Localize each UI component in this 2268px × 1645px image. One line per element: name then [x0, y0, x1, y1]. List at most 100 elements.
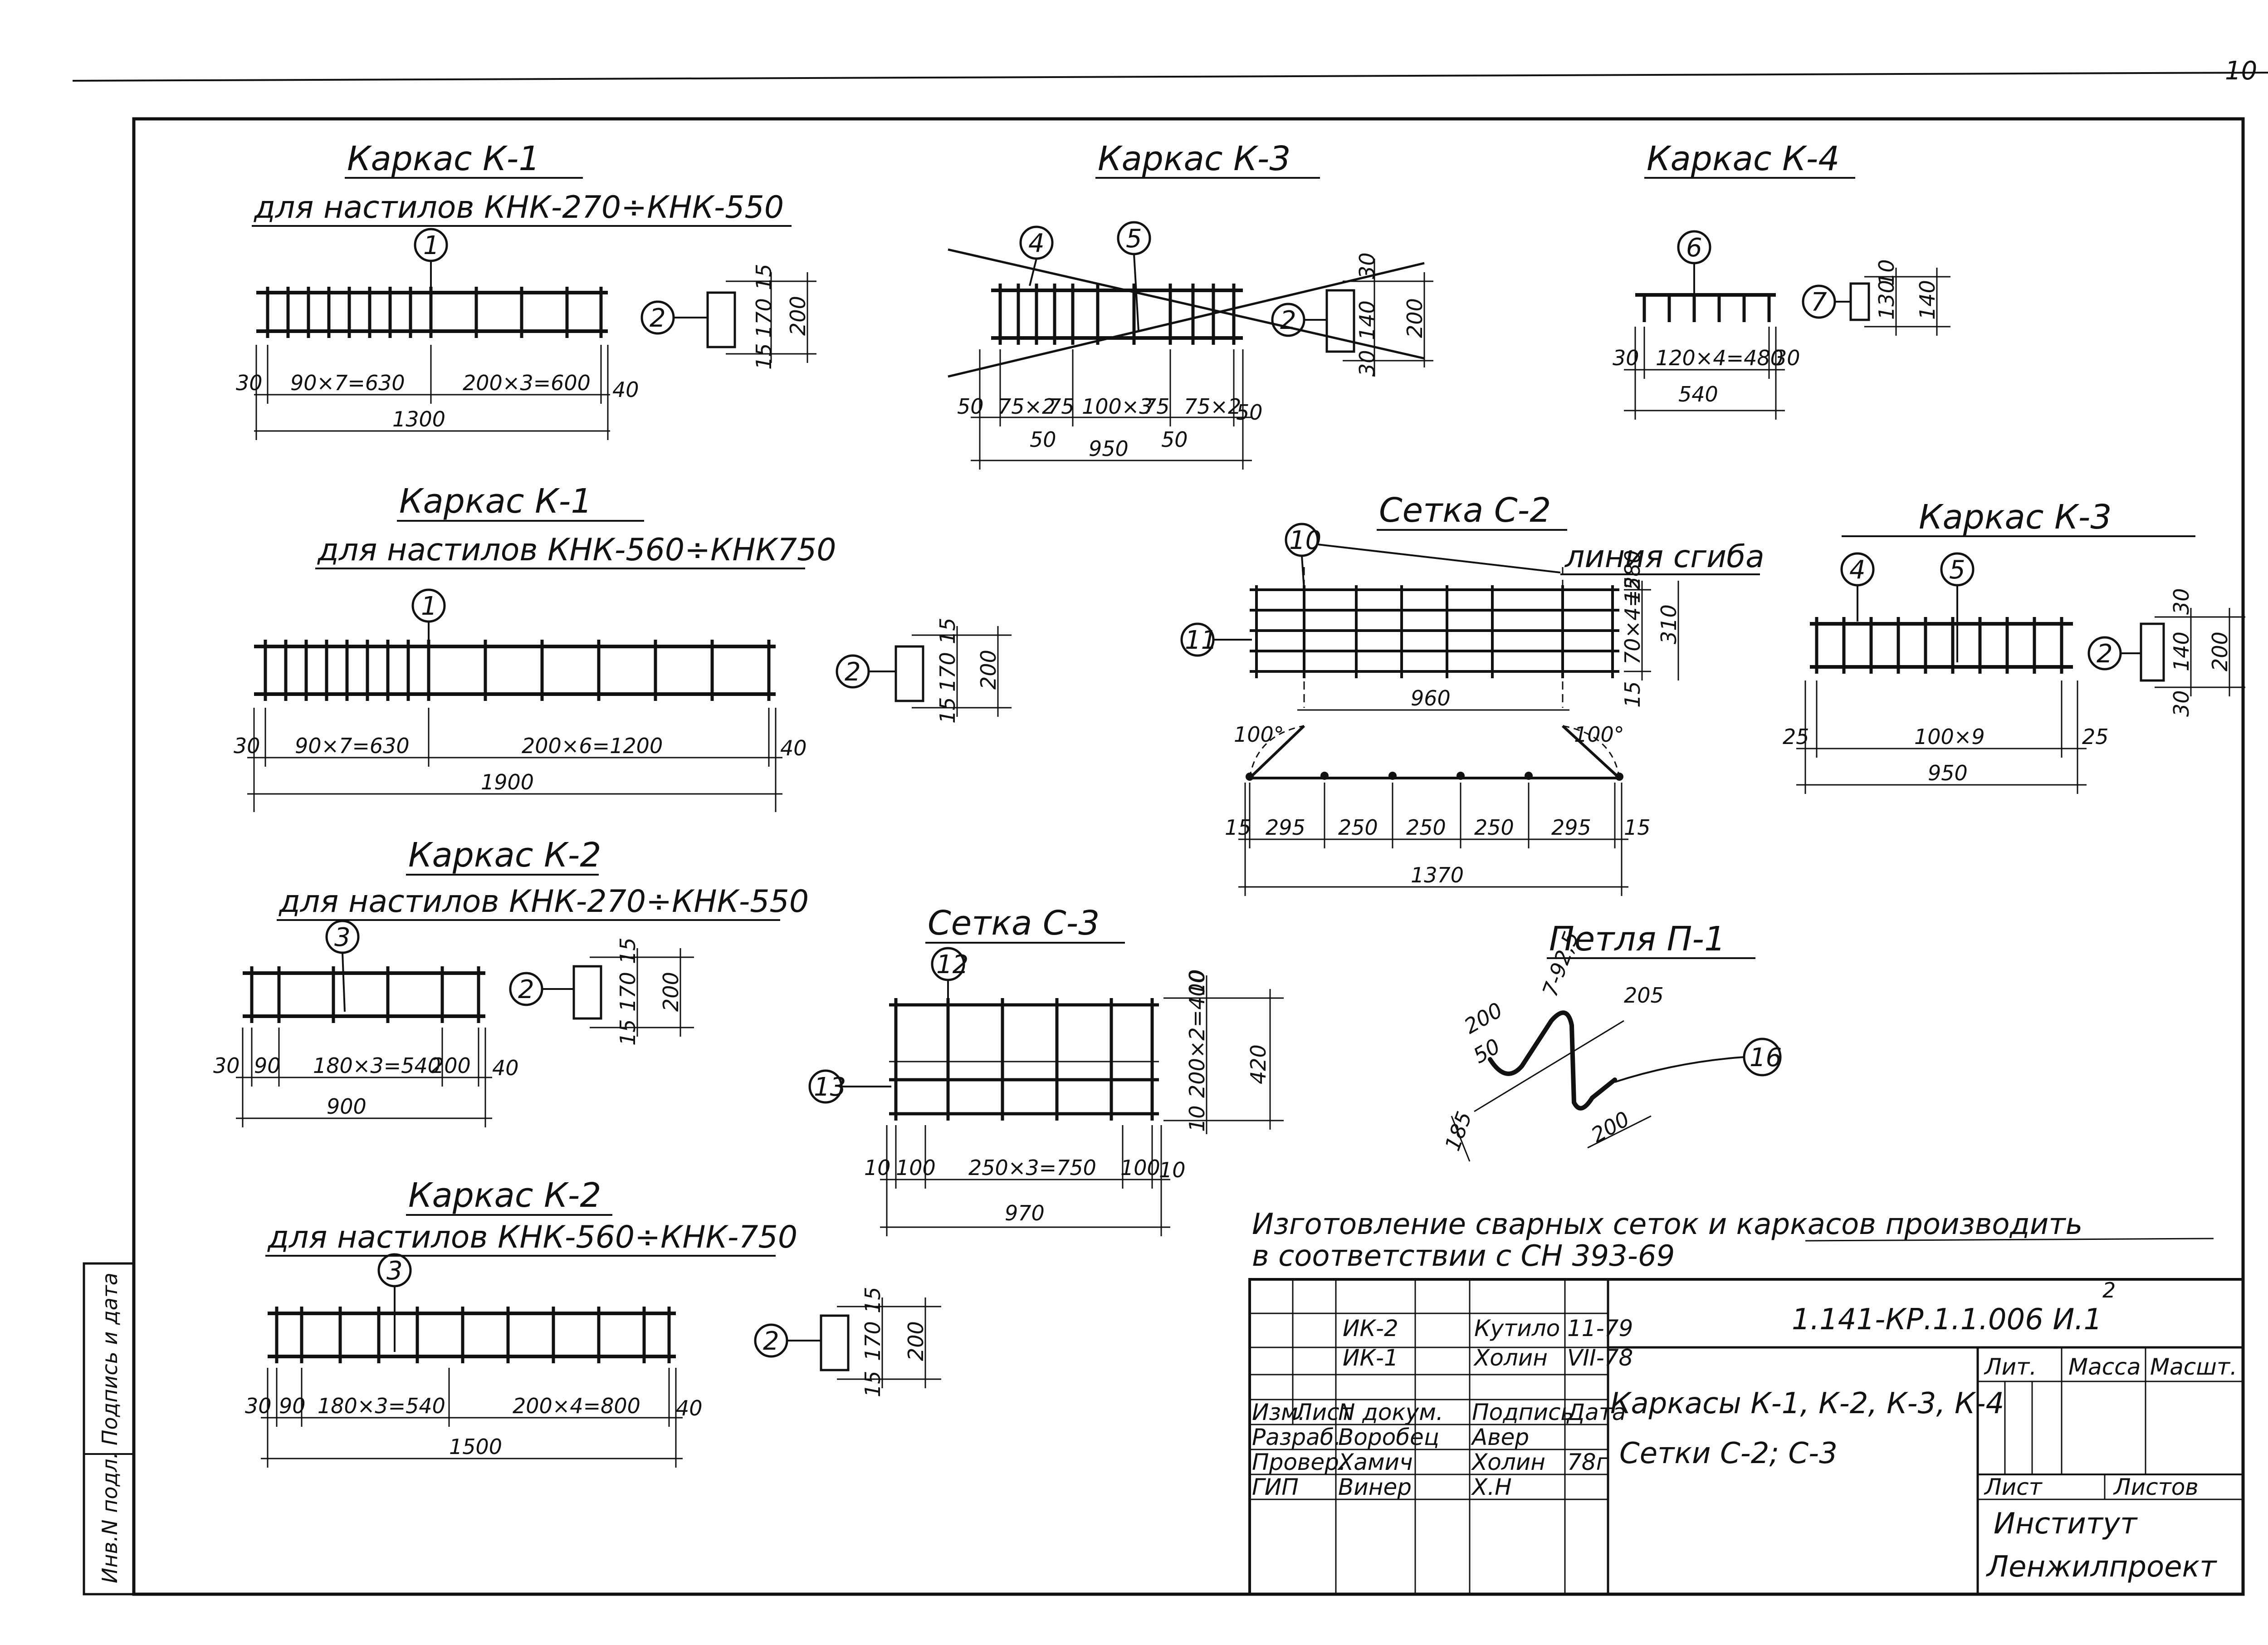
- k2a-dim-9: 200: [659, 972, 683, 1012]
- k2a-dim-3: 200: [431, 1053, 471, 1078]
- k2a-dim-8: 15: [616, 1019, 640, 1046]
- c3-dim-3: 420: [1246, 1044, 1271, 1084]
- rev-header-sheet: Лист: [1294, 1399, 1354, 1425]
- k2a-title: Каркас К-2: [408, 836, 601, 875]
- top-cut-line: [72, 72, 2268, 82]
- k3b-dim-7: 200: [2208, 632, 2232, 671]
- frame-k3-inclined: Каркас К-3 4 5 50 75×2 75 100×3 75: [948, 139, 1433, 470]
- k4-dim-2: 30: [1774, 346, 1800, 370]
- k1a-dim-0: 30: [236, 371, 263, 395]
- head-scale: Масшт.: [2150, 1354, 2237, 1380]
- k1a-dim-1: 90×7=630: [290, 371, 405, 395]
- k3b-dim-5: 140: [2169, 632, 2194, 671]
- k2a-dim-4: 40: [492, 1056, 519, 1080]
- k4-dim-6: 140: [1915, 280, 1940, 320]
- c2-mark-11: 11: [1185, 626, 1217, 655]
- sheet-label: Лист: [1984, 1474, 2043, 1500]
- p1-title: Петля П-1: [1549, 920, 1725, 959]
- c2-dim-11: 250: [1474, 815, 1514, 840]
- k3a-dim-5: 75×2: [1184, 394, 1241, 419]
- k2a-mark-2: 2: [518, 975, 534, 1004]
- frame-k2-long: Каркас К-2 для настилов КНК-560÷КНК-750 …: [245, 1176, 941, 1468]
- p1-dim-1: 50: [1469, 1033, 1505, 1068]
- k3a-dim-11: 140: [1355, 300, 1379, 340]
- k2a-subtitle: для настилов КНК-270÷КНК-550: [279, 884, 809, 920]
- k1a-dim-8: 200: [786, 296, 810, 336]
- k2a-dim-7: 170: [616, 972, 640, 1012]
- k3b-dim-0: 25: [1783, 725, 1809, 749]
- k3a-mark-5: 5: [1126, 224, 1142, 254]
- revision-mark: 2: [2102, 1278, 2116, 1302]
- org-line-1: Институт: [1994, 1507, 2138, 1541]
- p1-dim-4: 185: [1440, 1108, 1477, 1154]
- k4-dim-5: 130: [1874, 280, 1899, 320]
- rev-1-doc: ИК-2: [1343, 1315, 1398, 1341]
- k1b-mark-2: 2: [845, 657, 861, 687]
- k2b-mark-2: 2: [763, 1327, 779, 1356]
- k3a-title: Каркас К-3: [1098, 139, 1290, 178]
- rev-2-sign: Холин: [1473, 1345, 1548, 1371]
- c2-dim-0: 15: [1620, 577, 1645, 603]
- k2b-dim-6: 15: [860, 1287, 885, 1313]
- k3a-dim-2: 75: [1048, 394, 1075, 419]
- k2b-dim-0: 30: [245, 1394, 272, 1418]
- k4-dim-0: 30: [1613, 346, 1639, 370]
- k2a-dim-0: 30: [213, 1053, 240, 1078]
- k4-mark-6: 6: [1686, 233, 1702, 263]
- c2-dim-6: 100°: [1574, 722, 1624, 747]
- p1-mark-16: 16: [1750, 1043, 1782, 1072]
- k3a-mark-4: 4: [1028, 229, 1045, 258]
- sheets-label: Листов: [2113, 1474, 2199, 1500]
- rev-1-sign: Кутило: [1474, 1315, 1560, 1341]
- rev-2-date: VII-78: [1567, 1345, 1633, 1371]
- k1b-dim-7: 15: [935, 697, 960, 724]
- org-line-2: Ленжилпроект: [1986, 1550, 2217, 1584]
- c3-dim-6: 250×3=750: [968, 1155, 1096, 1180]
- k3a-dim-12: 30: [1355, 350, 1379, 377]
- k1b-dim-5: 15: [935, 617, 960, 644]
- doc-code: 1.141-КР.1.1.006 И.1: [1792, 1303, 2102, 1337]
- c3-dim-0: 10: [1185, 969, 1209, 996]
- k2a-mark-3: 3: [334, 923, 351, 952]
- rev-header-sign: Подпись: [1472, 1399, 1574, 1425]
- k2b-mark-3: 3: [386, 1256, 403, 1286]
- note-line-2: в соответствии с СН 393-69: [1252, 1239, 1675, 1273]
- k1a-mark-1: 1: [423, 231, 440, 260]
- k3b-dim-3: 950: [1928, 761, 1968, 785]
- k1b-dim-2: 200×6=1200: [522, 734, 663, 758]
- p1-dim-0: 200: [1460, 998, 1507, 1039]
- k2b-dim-9: 200: [904, 1321, 928, 1361]
- person-1-sign: Авер: [1471, 1424, 1529, 1450]
- k2b-dim-5: 1500: [449, 1434, 502, 1459]
- c3-mark-13: 13: [814, 1072, 846, 1102]
- k2b-dim-1: 90: [279, 1394, 306, 1418]
- c2-title: Сетка С-2: [1379, 491, 1551, 530]
- k3a-dim-8: 50: [1161, 427, 1188, 452]
- k3b-mark-2: 2: [2097, 639, 2113, 669]
- k4-mark-7: 7: [1811, 288, 1827, 317]
- k3b-dim-2: 25: [2082, 725, 2109, 749]
- rev-header-change: Изм.: [1252, 1399, 1305, 1425]
- c2-bend-line: линия сгиба: [1564, 539, 1765, 575]
- p1-dim-5: 200: [1587, 1106, 1634, 1148]
- k4-title: Каркас К-4: [1647, 139, 1839, 178]
- k4-dim-4: 10: [1874, 259, 1899, 286]
- k1b-dim-0: 30: [234, 734, 260, 758]
- k1a-dim-3: 40: [612, 377, 639, 402]
- title-block: ИК-2 Кутило 11-79 ИК-1 Холин VII-78 Изм.…: [1248, 1278, 2244, 1596]
- person-1-role: Разраб.: [1252, 1424, 1341, 1450]
- k3a-dim-3: 100×3: [1082, 394, 1153, 419]
- k2b-dim-8: 15: [860, 1371, 885, 1397]
- general-note: Изготовление сварных сеток и каркасов пр…: [1252, 1208, 2214, 1273]
- p1-dim-2: 7-92,5: [1538, 928, 1584, 1000]
- k1b-subtitle: для настилов КНК-560÷КНК750: [317, 532, 836, 568]
- c3-dim-2: 10: [1185, 1105, 1209, 1132]
- k4-dim-1: 120×4=480: [1656, 346, 1784, 370]
- k2b-dim-4: 40: [676, 1396, 703, 1420]
- k2b-subtitle: для настилов КНК-560÷КНК-750: [267, 1219, 797, 1255]
- person-2-name: Хамич: [1337, 1449, 1413, 1475]
- person-3-role: ГИП: [1252, 1474, 1299, 1500]
- head-mass: Масса: [2068, 1354, 2141, 1380]
- k1a-dim-4: 1300: [392, 407, 445, 431]
